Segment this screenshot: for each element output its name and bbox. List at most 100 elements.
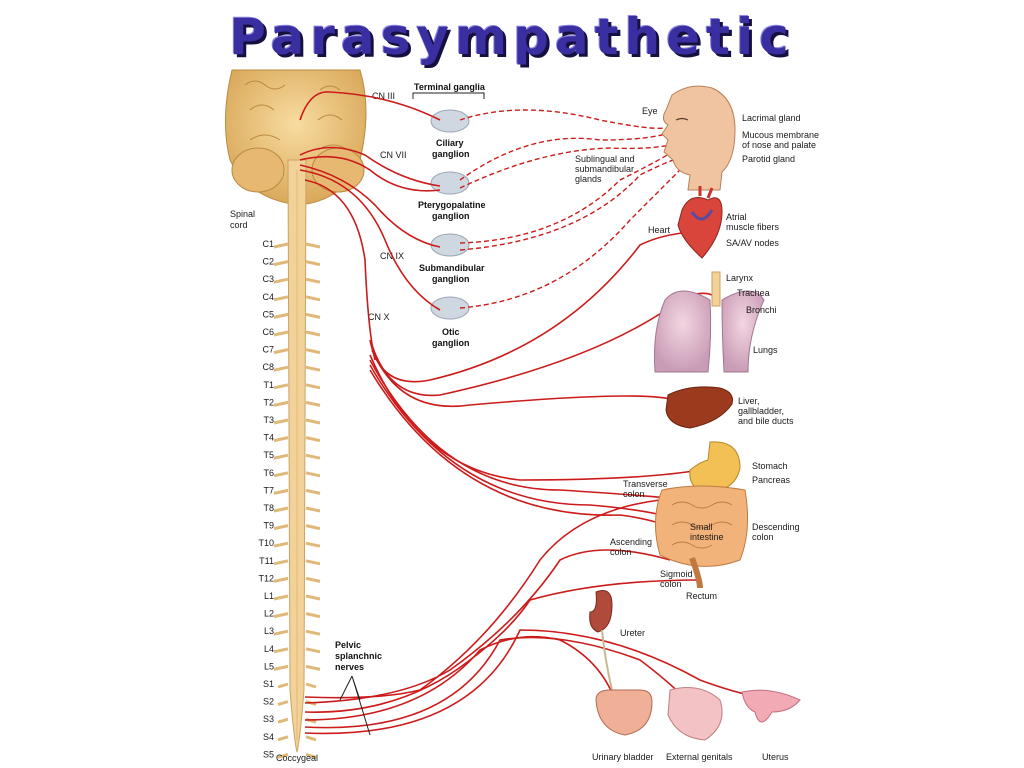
nerve-root-s4 xyxy=(277,735,317,742)
liver-label-2: gallbladder, xyxy=(738,406,784,416)
segment-label-c8: C8 xyxy=(262,362,274,372)
liver-label: Liver, xyxy=(738,396,760,406)
descending-label: Descending xyxy=(752,522,800,532)
lacrimal-label: Lacrimal gland xyxy=(742,113,801,123)
nerve-root-l3 xyxy=(273,629,321,636)
segment-label-s3: S3 xyxy=(263,714,274,724)
segment-label-c2: C2 xyxy=(262,257,274,267)
sigmoid-label: Sigmoid xyxy=(660,569,693,579)
nerve-root-t2 xyxy=(273,400,321,407)
small-intestine-label-2: intestine xyxy=(690,532,724,542)
spinal-cord-label-2: cord xyxy=(230,220,248,230)
terminal-ganglia-label: Terminal ganglia xyxy=(414,82,486,92)
segment-label-t10: T10 xyxy=(258,538,274,548)
lungs-illustration xyxy=(653,271,765,373)
cn3-label: CN III xyxy=(372,91,395,101)
nerve-root-l4 xyxy=(273,647,321,654)
ascending-label-2: colon xyxy=(610,547,632,557)
nerve-root-l5 xyxy=(273,664,321,671)
nerve-root-c5 xyxy=(273,312,321,319)
nerve-root-t9 xyxy=(273,524,321,531)
nerve-root-c4 xyxy=(273,295,321,302)
nerve-root-s5 xyxy=(277,752,317,759)
otic-label-2: ganglion xyxy=(432,338,470,348)
segment-label-t3: T3 xyxy=(263,415,274,425)
segment-label-l1: L1 xyxy=(264,591,274,601)
rectum-label: Rectum xyxy=(686,591,717,601)
bronchi-label: Bronchi xyxy=(746,305,777,315)
pelvic-label-2: splanchnic xyxy=(335,651,382,661)
sigmoid-label-2: colon xyxy=(660,579,682,589)
eye-label: Eye xyxy=(642,106,658,116)
nerve-root-c7 xyxy=(273,348,321,355)
nerve-root-t12 xyxy=(273,576,321,583)
sa-av-label: SA/AV nodes xyxy=(726,238,779,248)
segment-labels: C1C2C3C4C5C6C7C8T1T2T3T4T5T6T7T8T9T10T11… xyxy=(258,239,274,759)
uterus-label: Uterus xyxy=(762,752,789,762)
bladder-label: Urinary bladder xyxy=(592,752,654,762)
parotid-label: Parotid gland xyxy=(742,154,795,164)
pancreas-label: Pancreas xyxy=(752,475,791,485)
descending-label-2: colon xyxy=(752,532,774,542)
larynx-label: Larynx xyxy=(726,273,754,283)
liver-label-3: and bile ducts xyxy=(738,416,794,426)
segment-label-t4: T4 xyxy=(263,433,274,443)
nerve-root-c6 xyxy=(273,330,321,337)
segment-label-s5: S5 xyxy=(263,749,274,759)
genitals-label: External genitals xyxy=(666,752,733,762)
sublingual-label-2: submandibular xyxy=(575,164,634,174)
segment-label-c4: C4 xyxy=(262,292,274,302)
nerve-root-l1 xyxy=(273,594,321,601)
segment-label-s1: S1 xyxy=(263,679,274,689)
stomach-label: Stomach xyxy=(752,461,788,471)
coccygeal-label: Coccygeal xyxy=(276,753,318,763)
nerve-root-t11 xyxy=(273,559,321,566)
liver-illustration xyxy=(665,386,733,429)
segment-label-s4: S4 xyxy=(263,732,274,742)
nerve-root-t1 xyxy=(273,383,321,390)
cranial-postganglionic-fibers xyxy=(459,109,689,309)
nerve-root-c1 xyxy=(273,242,321,249)
submandibular-label-2: ganglion xyxy=(432,274,470,284)
nerve-root-t8 xyxy=(273,506,321,513)
ascending-label: Ascending xyxy=(610,537,652,547)
segment-label-l4: L4 xyxy=(264,644,274,654)
atrial-label-2: muscle fibers xyxy=(726,222,780,232)
nerve-root-c3 xyxy=(273,277,321,284)
segment-label-c1: C1 xyxy=(262,239,274,249)
transverse-label-2: colon xyxy=(623,489,645,499)
nerve-root-t10 xyxy=(273,541,321,548)
nerve-root-s1 xyxy=(277,682,317,689)
segment-label-t9: T9 xyxy=(263,521,274,531)
spinal-cord-illustration xyxy=(287,159,307,753)
otic-ganglion xyxy=(430,296,470,320)
submandibular-ganglion xyxy=(430,233,470,257)
submandibular-label: Submandibular xyxy=(419,263,485,273)
otic-label: Otic xyxy=(442,327,460,337)
sublingual-label: Sublingual and xyxy=(575,154,635,164)
spinal-nerve-roots xyxy=(273,242,321,759)
segment-label-c3: C3 xyxy=(262,274,274,284)
pterygopalatine-ganglion xyxy=(430,171,470,195)
segment-label-c6: C6 xyxy=(262,327,274,337)
segment-label-c5: C5 xyxy=(262,309,274,319)
nerve-root-t5 xyxy=(273,453,321,460)
nerve-root-t7 xyxy=(273,488,321,495)
segment-label-t1: T1 xyxy=(263,380,274,390)
lungs-label: Lungs xyxy=(753,345,778,355)
segment-label-l2: L2 xyxy=(264,609,274,619)
nerve-root-c8 xyxy=(273,365,321,372)
vagus-fibers xyxy=(369,231,713,536)
ciliary-ganglion xyxy=(430,109,470,133)
heart-illustration xyxy=(677,186,723,259)
mucous-label: Mucous membrane xyxy=(742,130,819,140)
pelvic-bracket xyxy=(339,675,371,736)
head-illustration xyxy=(661,85,736,191)
cn7-label: CN VII xyxy=(380,150,407,160)
ciliary-label-2: ganglion xyxy=(432,149,470,159)
segment-label-c7: C7 xyxy=(262,345,274,355)
nerve-root-l2 xyxy=(273,612,321,619)
atrial-label: Atrial xyxy=(726,212,747,222)
segment-label-t11: T11 xyxy=(259,556,274,566)
